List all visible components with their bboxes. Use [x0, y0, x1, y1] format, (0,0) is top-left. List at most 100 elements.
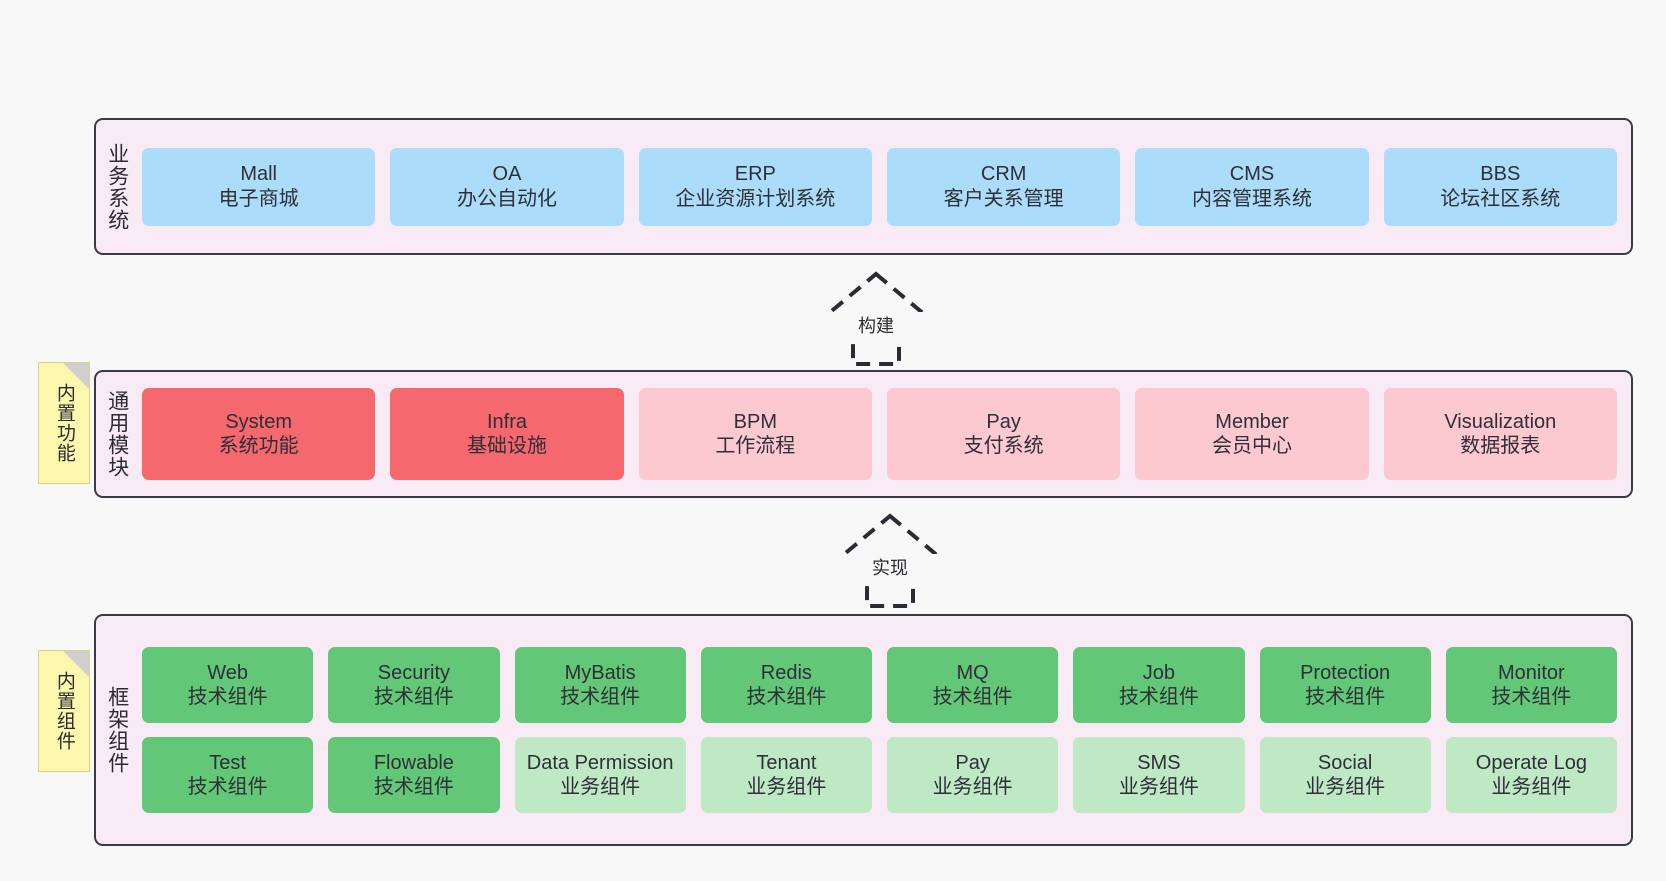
- card-subtitle: 技术组件: [1118, 686, 1199, 708]
- card-monitor[interactable]: Monitor 技术组件: [1445, 647, 1617, 723]
- card-title: Data Permission: [526, 751, 674, 774]
- layer-common-module: 通用模块 System 系统功能 Infra 基础设施 BPM 工作流程 Pay…: [94, 370, 1633, 498]
- card-title: System: [225, 410, 292, 433]
- card-subtitle: 办公自动化: [456, 187, 557, 210]
- card-title: Web: [207, 661, 248, 684]
- connector-build: 构建: [796, 268, 956, 368]
- connector-label: 实现: [810, 554, 970, 580]
- card-subtitle: 技术组件: [373, 776, 454, 798]
- card-oa[interactable]: OA 办公自动化: [390, 147, 624, 226]
- card-visualization[interactable]: Visualization 数据报表: [1383, 388, 1617, 480]
- card-title: Pay: [955, 751, 990, 774]
- card-title: CRM: [980, 163, 1027, 186]
- card-title: Social: [1317, 751, 1373, 774]
- card-pay-biz[interactable]: Pay 业务组件: [887, 737, 1059, 813]
- card-protection[interactable]: Protection 技术组件: [1259, 647, 1431, 723]
- card-subtitle: 技术组件: [932, 686, 1013, 708]
- card-title: Job: [1142, 661, 1175, 684]
- card-subtitle: 技术组件: [187, 686, 268, 708]
- card-subtitle: 技术组件: [1491, 686, 1572, 708]
- card-subtitle: 业务组件: [1305, 776, 1386, 798]
- note-label: 内置组件: [53, 671, 75, 751]
- card-title: Flowable: [373, 751, 454, 774]
- note-builtin-features: 内置功能: [38, 362, 90, 484]
- card-tenant[interactable]: Tenant 业务组件: [700, 737, 872, 813]
- card-title: Visualization: [1444, 410, 1557, 433]
- card-row: Test 技术组件 Flowable 技术组件 Data Permission …: [142, 737, 1617, 813]
- connector-label: 构建: [796, 312, 956, 338]
- card-pay[interactable]: Pay 支付系统: [886, 388, 1121, 480]
- card-subtitle: 系统功能: [218, 435, 299, 457]
- card-title: Tenant: [756, 751, 817, 774]
- card-bpm[interactable]: BPM 工作流程: [638, 388, 872, 480]
- card-title: BBS: [1480, 163, 1521, 186]
- card-mq[interactable]: MQ 技术组件: [887, 647, 1059, 723]
- card-erp[interactable]: ERP 企业资源计划系统: [638, 147, 872, 226]
- card-subtitle: 数据报表: [1460, 435, 1541, 457]
- card-infra[interactable]: Infra 基础设施: [390, 388, 624, 480]
- card-cms[interactable]: CMS 内容管理系统: [1135, 147, 1369, 226]
- card-subtitle: 业务组件: [1118, 776, 1199, 798]
- card-title: SMS: [1137, 751, 1181, 774]
- card-title: MQ: [956, 661, 989, 684]
- card-title: Security: [377, 661, 450, 684]
- card-row: Web 技术组件 Security 技术组件 MyBatis 技术组件 Redi…: [142, 647, 1617, 723]
- card-title: Test: [209, 751, 246, 774]
- card-subtitle: 客户关系管理: [943, 187, 1064, 210]
- card-subtitle: 技术组件: [560, 686, 641, 708]
- card-flowable[interactable]: Flowable 技术组件: [328, 737, 500, 813]
- card-row: Mall 电子商城 OA 办公自动化 ERP 企业资源计划系统 CRM 客户关系…: [142, 147, 1617, 226]
- card-job[interactable]: Job 技术组件: [1073, 647, 1245, 723]
- card-sms[interactable]: SMS 业务组件: [1073, 737, 1245, 813]
- card-subtitle: 业务组件: [1491, 776, 1572, 798]
- card-operate-log[interactable]: Operate Log 业务组件: [1445, 737, 1617, 813]
- card-subtitle: 业务组件: [560, 776, 641, 798]
- card-subtitle: 论坛社区系统: [1440, 187, 1561, 210]
- card-subtitle: 企业资源计划系统: [675, 187, 836, 210]
- layer-business-system: 业务系统 Mall 电子商城 OA 办公自动化 ERP 企业资源计划系统 CRM…: [94, 118, 1633, 255]
- card-title: Operate Log: [1475, 751, 1587, 774]
- layer-body-common-module: System 系统功能 Infra 基础设施 BPM 工作流程 Pay 支付系统…: [138, 372, 1631, 496]
- card-subtitle: 技术组件: [1305, 686, 1386, 708]
- card-title: ERP: [734, 163, 776, 186]
- card-data-permission[interactable]: Data Permission 业务组件: [514, 737, 686, 813]
- card-web[interactable]: Web 技术组件: [142, 647, 314, 723]
- card-title: Mall: [240, 163, 277, 186]
- card-subtitle: 内容管理系统: [1191, 187, 1312, 210]
- card-mall[interactable]: Mall 电子商城: [142, 147, 376, 226]
- layer-body-framework-components: Web 技术组件 Security 技术组件 MyBatis 技术组件 Redi…: [138, 616, 1631, 844]
- layer-title-framework-components: 框架组件: [105, 686, 129, 774]
- card-mybatis[interactable]: MyBatis 技术组件: [514, 647, 686, 723]
- card-title: Monitor: [1498, 661, 1565, 684]
- card-title: BPM: [733, 410, 777, 433]
- card-test[interactable]: Test 技术组件: [142, 737, 314, 813]
- card-subtitle: 基础设施: [466, 435, 547, 457]
- card-redis[interactable]: Redis 技术组件: [700, 647, 872, 723]
- card-subtitle: 会员中心: [1211, 435, 1292, 457]
- card-subtitle: 电子商城: [218, 187, 299, 210]
- card-title: OA: [492, 163, 522, 186]
- note-builtin-components: 内置组件: [38, 650, 90, 772]
- card-title: MyBatis: [564, 661, 636, 684]
- card-crm[interactable]: CRM 客户关系管理: [886, 147, 1121, 226]
- card-social[interactable]: Social 业务组件: [1259, 737, 1431, 813]
- layer-framework-components: 框架组件 Web 技术组件 Security 技术组件 MyBatis 技术组件…: [94, 614, 1633, 846]
- note-label: 内置功能: [53, 383, 75, 463]
- card-subtitle: 业务组件: [746, 776, 827, 798]
- card-row: System 系统功能 Infra 基础设施 BPM 工作流程 Pay 支付系统…: [142, 388, 1617, 480]
- card-subtitle: 技术组件: [373, 686, 454, 708]
- card-title: Member: [1215, 410, 1289, 433]
- card-system[interactable]: System 系统功能: [142, 388, 376, 480]
- connector-implement: 实现: [810, 510, 970, 610]
- card-title: Pay: [986, 410, 1021, 433]
- card-title: Protection: [1300, 661, 1391, 684]
- card-title: CMS: [1229, 163, 1275, 186]
- card-bbs[interactable]: BBS 论坛社区系统: [1383, 147, 1617, 226]
- card-member[interactable]: Member 会员中心: [1135, 388, 1369, 480]
- layer-title-common-module: 通用模块: [105, 390, 129, 478]
- card-subtitle: 业务组件: [932, 776, 1013, 798]
- card-title: Infra: [486, 410, 527, 433]
- card-security[interactable]: Security 技术组件: [328, 647, 500, 723]
- card-subtitle: 技术组件: [187, 776, 268, 798]
- layer-body-business-system: Mall 电子商城 OA 办公自动化 ERP 企业资源计划系统 CRM 客户关系…: [138, 120, 1631, 253]
